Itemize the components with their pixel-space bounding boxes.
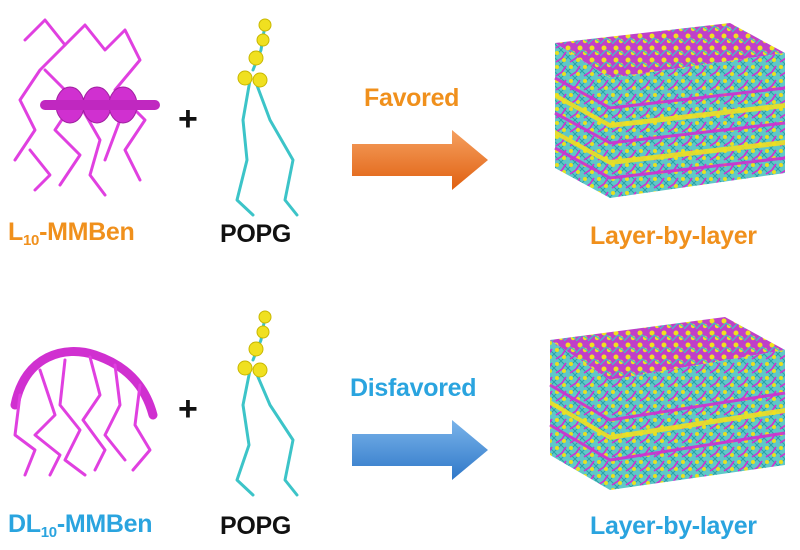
plus-sign: + [178,100,198,138]
popg-label: POPG [220,512,292,540]
l10-mmben-structure [13,18,160,197]
favored-arrow [352,130,488,190]
favored-label: Favored [364,84,460,112]
layer-by-layer-label-favored: Layer-by-layer [590,222,757,250]
layer-by-layer-structure-favored [554,23,786,198]
popg-lipid-icon [235,18,299,217]
dl10-mmben-structure [10,347,158,477]
dl10-mmben-label: DL10-MMBen [8,510,153,541]
disfavored-label: Disfavored [350,374,477,402]
popg-label: POPG [220,220,292,248]
plus-sign: + [178,390,198,428]
popg-lipid-icon [235,310,299,497]
layer-by-layer-structure-disfavored [549,317,786,490]
disfavored-arrow [352,420,488,480]
l10-mmben-label: L10-MMBen [8,218,135,249]
layer-by-layer-label-disfavored: Layer-by-layer [590,512,757,540]
